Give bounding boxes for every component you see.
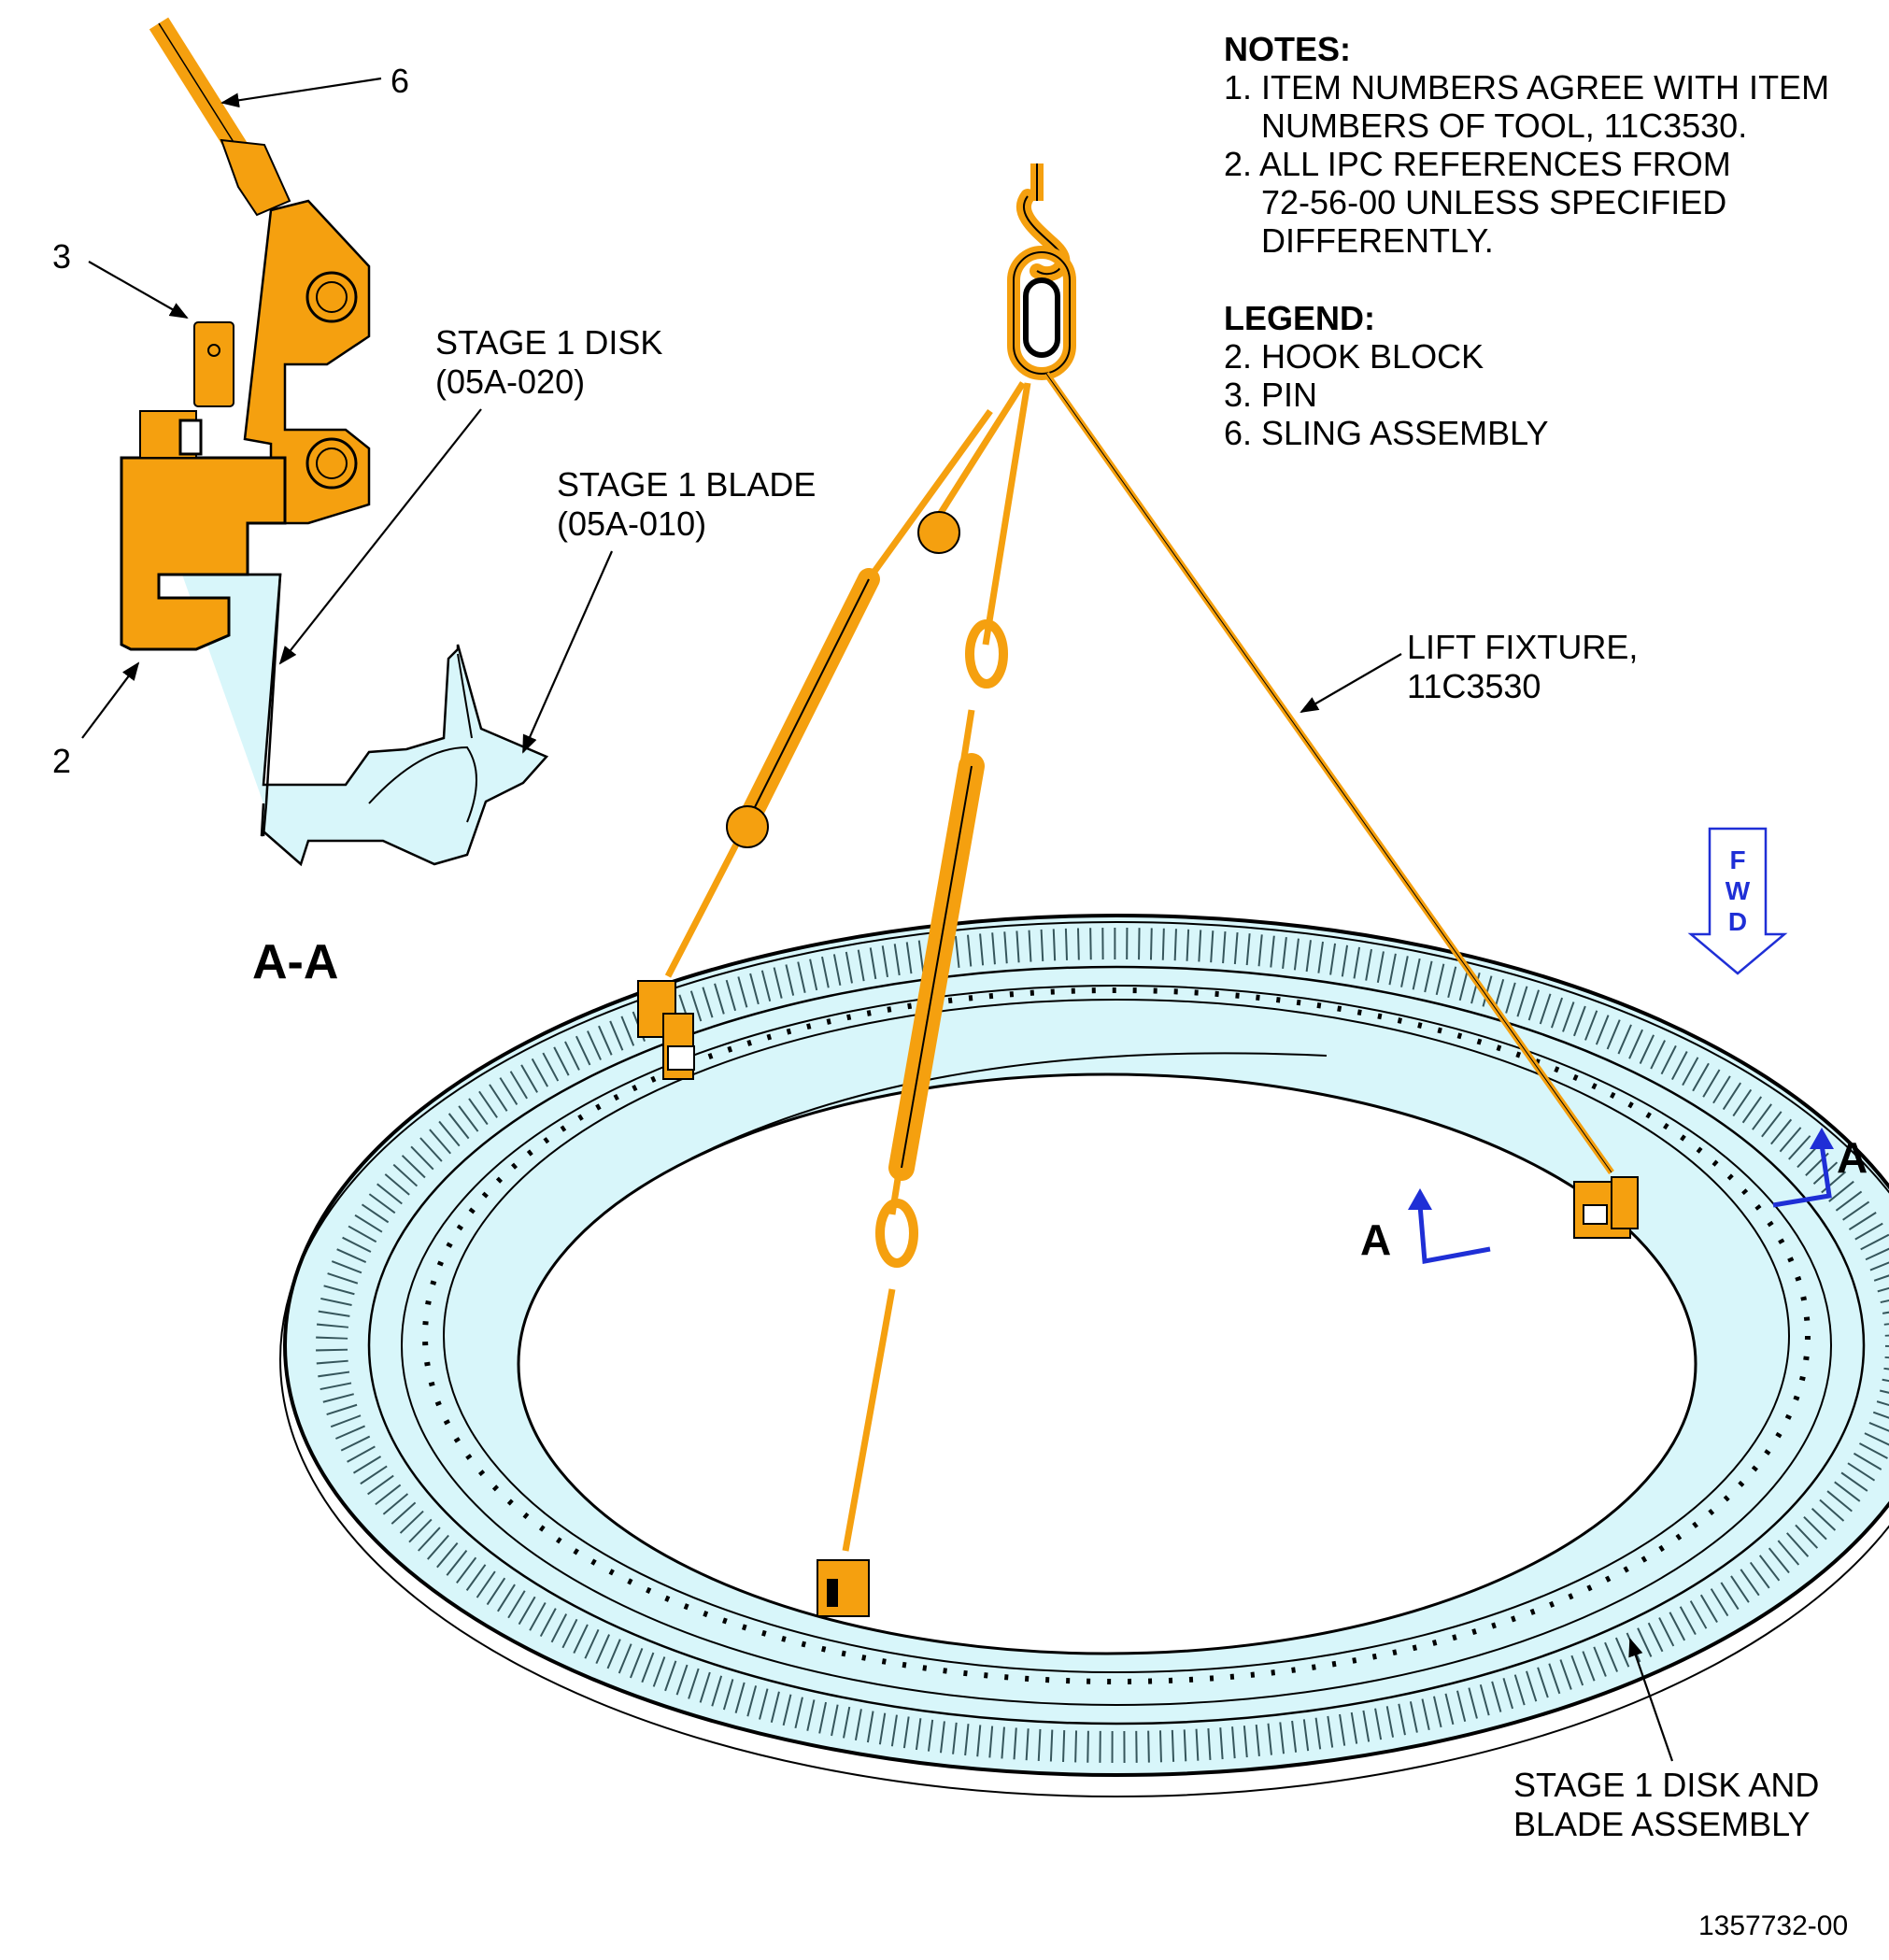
leader-stage1-blade (521, 550, 614, 754)
section-cut-left (1417, 1204, 1491, 1264)
callout-stage1-disk-line-2: (05A-020) (435, 362, 586, 401)
notes-block: NOTES: 1. ITEM NUMBERS AGREE WITH ITEM N… (1224, 30, 1829, 260)
leader-item-2 (81, 661, 140, 739)
disk-slots (422, 987, 1811, 1684)
callout-stage1-disk: STAGE 1 DISK (05A-020) (435, 323, 662, 402)
note-2-line-2: 72-56-00 UNLESS SPECIFIED (1261, 183, 1727, 221)
callout-lift-fixture-line-1: LIFT FIXTURE, (1407, 628, 1639, 666)
callout-stage1-disk-line-1: STAGE 1 DISK (435, 323, 663, 362)
leader-lines (81, 77, 1674, 1762)
callout-disk-blade-assembly-line-2: BLADE ASSEMBLY (1513, 1805, 1811, 1843)
note-1-line-1: 1. ITEM NUMBERS AGREE WITH ITEM (1224, 68, 1830, 107)
hook-block-front (817, 1559, 870, 1617)
section-mark-left: A (1360, 1215, 1392, 1264)
legend-item-hook-block: 2. HOOK BLOCK (1224, 337, 1484, 376)
callout-stage1-blade-line-1: STAGE 1 BLADE (557, 465, 817, 504)
disk-blade-section (182, 573, 549, 867)
callout-stage1-blade-line-2: (05A-010) (557, 504, 707, 543)
pin-item-3 (193, 321, 234, 407)
fwd-letter-f: F (1729, 845, 1746, 874)
disk-bore (517, 1072, 1697, 1655)
note-2-line-1: 2. ALL IPC REFERENCES FROM (1224, 145, 1731, 183)
section-title: A-A (252, 935, 339, 989)
callout-lift-fixture-line-2: 11C3530 (1407, 667, 1541, 705)
section-mark-right: A (1837, 1133, 1868, 1182)
sling-leg-left (664, 381, 1026, 978)
legend-item-pin: 3. PIN (1224, 376, 1318, 414)
fwd-letter-d: D (1727, 907, 1748, 936)
callout-disk-blade-assembly-line-1: STAGE 1 DISK AND (1513, 1766, 1820, 1804)
callout-disk-blade-assembly: STAGE 1 DISK AND BLADE ASSEMBLY (1513, 1766, 1819, 1844)
leader-item-3 (88, 261, 189, 319)
leader-stage1-disk (278, 408, 482, 665)
leader-lift-fixture (1300, 653, 1402, 713)
section-a-a-detail (120, 17, 549, 867)
section-cut-right (1772, 1143, 1832, 1208)
note-2-line-3: DIFFERENTLY. (1261, 221, 1494, 260)
callout-item-6: 6 (391, 62, 410, 100)
callout-stage1-blade: STAGE 1 BLADE (05A-010) (557, 465, 816, 544)
hook-block-item-2 (120, 456, 287, 651)
figure-number: 1357732-00 (1698, 1910, 1849, 1941)
callout-item-2: 2 (52, 742, 72, 780)
sling-leg-front (842, 382, 1031, 1552)
legend-item-sling-assembly: 6. SLING ASSEMBLY (1224, 414, 1549, 452)
callout-item-3: 3 (52, 237, 72, 276)
legend-heading: LEGEND: (1224, 299, 1375, 337)
lift-fixture (637, 163, 1639, 1617)
note-1-line-2: NUMBERS OF TOOL, 11C3530. (1261, 107, 1748, 145)
fwd-arrow-icon (1687, 827, 1788, 975)
hook-block-right (1573, 1176, 1639, 1239)
leader-item-6 (220, 77, 382, 108)
callout-lift-fixture: LIFT FIXTURE, 11C3530 (1407, 628, 1638, 706)
leader-disk-blade-assembly (1628, 1638, 1674, 1762)
legend-block: LEGEND: 2. HOOK BLOCK 3. PIN 6. SLING AS… (1224, 299, 1548, 452)
notes-heading: NOTES: (1224, 30, 1352, 68)
disk-blade-assembly-ring (279, 914, 1889, 1797)
hook-block-left (637, 980, 695, 1080)
fwd-letter-w: W (1725, 876, 1751, 905)
section-cut-markers (1408, 1128, 1834, 1264)
